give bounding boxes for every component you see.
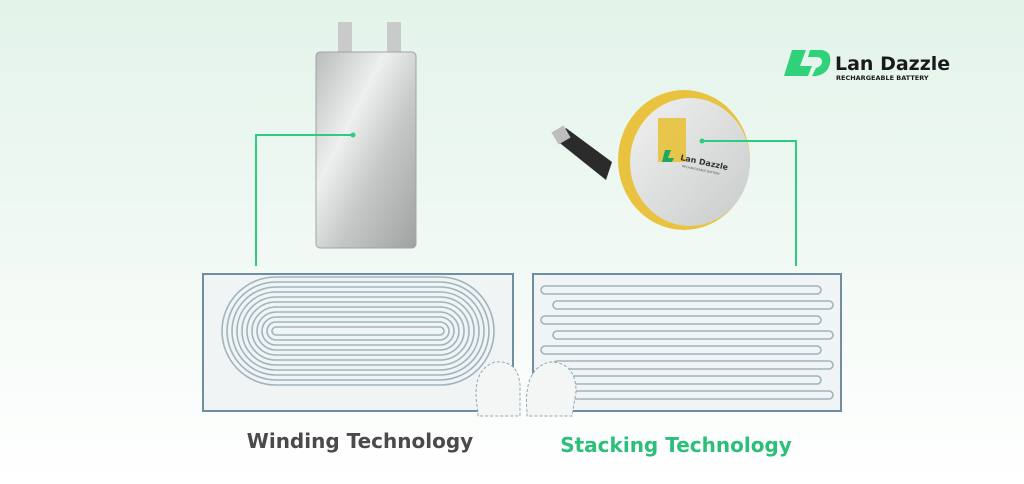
logo-mark-d-icon: [808, 50, 831, 76]
winding-loop: [251, 306, 465, 356]
winding-loop: [271, 326, 445, 336]
brand-tagline: RECHARGEABLE BATTERY: [836, 74, 929, 82]
flex-connector: [551, 125, 571, 145]
stacking-caption: Stacking Technology: [560, 433, 792, 457]
stacking-connector: [702, 140, 797, 266]
stacking-layer: [540, 345, 822, 355]
winding-loop: [266, 321, 450, 341]
logo-mark-icon: [784, 50, 812, 76]
winding-diagram: Winding Technology: [202, 273, 521, 453]
winding-loop: [246, 301, 470, 361]
winding-loop: [221, 276, 495, 386]
winding-detail-callout: [475, 361, 521, 417]
winding-loop: [231, 286, 485, 376]
winding-loops: [221, 276, 495, 386]
winding-connector: [255, 134, 353, 266]
connector-lines: [255, 132, 797, 266]
brand-logo: Lan Dazzle RECHARGEABLE BATTERY: [784, 50, 950, 82]
coin-cell-image: Lan Dazzle RECHARGEABLE BATTERY: [551, 90, 750, 230]
stacking-layer: [540, 285, 822, 295]
winding-loop: [261, 316, 455, 346]
stacking-connector-dot: [699, 138, 705, 144]
winding-loop: [241, 296, 475, 366]
coin-tab-tape: [658, 118, 686, 162]
stacking-box: [532, 273, 842, 412]
stacking-diagram: Stacking Technology: [525, 273, 842, 457]
coin-brand-tagline: RECHARGEABLE BATTERY: [682, 164, 721, 176]
stacking-layer: [552, 330, 834, 340]
flex-cable: [556, 128, 612, 180]
pouch-body: [315, 51, 417, 249]
winding-loop: [236, 291, 480, 371]
stacking-layer: [552, 300, 834, 310]
winding-caption: Winding Technology: [247, 429, 473, 453]
stacking-layer: [540, 315, 822, 325]
winding-loop: [256, 311, 460, 351]
stacking-detail-callout: [525, 361, 577, 417]
coin-logo-icon: [662, 150, 674, 162]
winding-connector-dot: [350, 132, 356, 138]
winding-loop: [226, 281, 490, 381]
brand-name: Lan Dazzle: [835, 53, 950, 75]
pouch-cell-image: [315, 22, 417, 249]
